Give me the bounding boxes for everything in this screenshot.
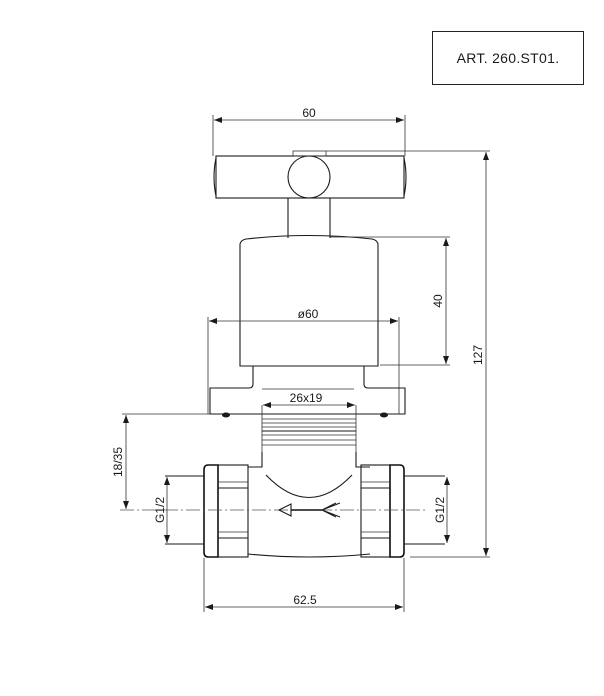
dim-label-thread-right: G1/2 bbox=[433, 497, 447, 523]
article-number-box: ART. 260.ST01. bbox=[432, 31, 584, 85]
spindle bbox=[261, 388, 357, 452]
dimension-cap-height: 40 bbox=[330, 236, 450, 366]
cross-handle bbox=[213, 150, 490, 199]
dimension-overall-height: 127 bbox=[410, 152, 490, 558]
article-number: ART. 260.ST01. bbox=[456, 50, 560, 66]
dimension-spindle: 26x19 bbox=[263, 391, 355, 408]
dim-label-handle-width: 60 bbox=[302, 106, 316, 120]
cover-cap bbox=[209, 234, 406, 418]
dim-label-overall-height: 127 bbox=[471, 345, 485, 365]
valve-body bbox=[120, 452, 445, 558]
dimension-body-length: 62.5 bbox=[203, 558, 405, 612]
dimension-thread-right: G1/2 bbox=[433, 477, 450, 543]
dim-label-spindle: 26x19 bbox=[290, 391, 323, 405]
dim-label-cap-height: 40 bbox=[431, 294, 445, 308]
dimension-thread-left: G1/2 bbox=[153, 477, 170, 543]
dim-label-embed-depth: 18/35 bbox=[111, 447, 125, 477]
dimension-handle-width: 60 bbox=[212, 106, 406, 156]
dim-label-cap-diameter: ø60 bbox=[298, 307, 319, 321]
dim-label-thread-left: G1/2 bbox=[153, 497, 167, 523]
dim-label-body-length: 62.5 bbox=[293, 593, 317, 607]
dimension-embed-depth: 18/35 bbox=[111, 413, 210, 509]
handle-stem bbox=[287, 198, 331, 238]
dimension-cap-diameter: ø60 bbox=[207, 307, 400, 414]
